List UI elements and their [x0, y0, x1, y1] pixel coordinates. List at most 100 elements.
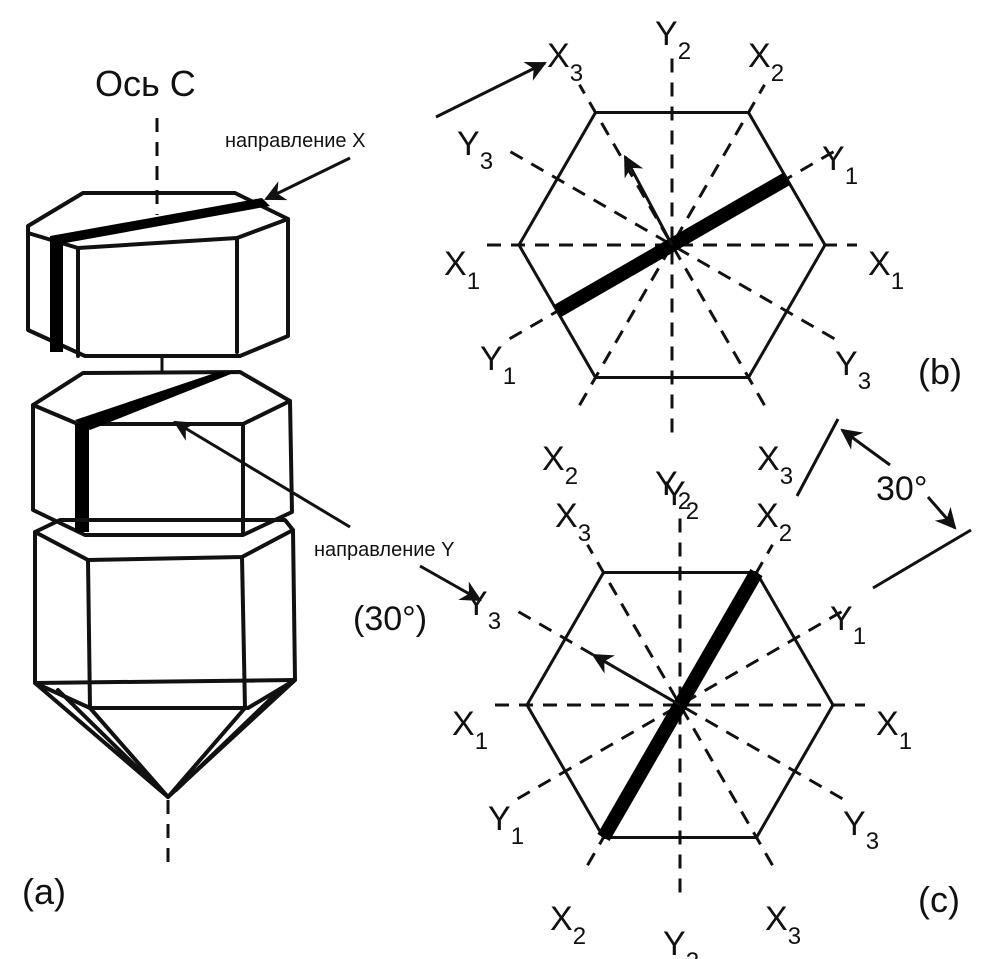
axis-label-y3-left: Y3: [457, 125, 493, 175]
axis-label-subscript: 3: [788, 923, 801, 950]
axis-label-subscript: 1: [475, 728, 488, 755]
axis-label-base: X: [765, 900, 788, 938]
wafer-x-cut: [26, 191, 290, 358]
axis-label-base: X: [542, 440, 565, 478]
axis-label-subscript: 3: [570, 60, 583, 87]
axis-label-subscript: 2: [686, 948, 699, 959]
axis-label-base: Y: [663, 475, 686, 513]
angle-annotation-label: 30°: [876, 470, 927, 508]
axis-label-subscript: 2: [779, 520, 792, 547]
direction-x-arrow-to-crystal: [264, 156, 351, 201]
axis-label-base: Y: [655, 15, 678, 53]
axis-label-base: X: [444, 245, 467, 283]
axis-label-base: Y: [457, 125, 480, 163]
axis-label-subscript: 1: [503, 363, 516, 390]
axis-label-base: X: [748, 37, 771, 75]
axis-label-y2-bottom: Y2: [655, 465, 691, 515]
axis-label-subscript: 3: [858, 368, 871, 395]
axis-label-base: Y: [488, 800, 511, 838]
axis-label-subscript: 2: [771, 60, 784, 87]
axis-label-x2-bottom: X2: [550, 900, 586, 950]
axis-label-base: Y: [480, 340, 503, 378]
direction-arrow: [591, 653, 681, 707]
direction-y-label: направление Y: [314, 539, 454, 561]
wafer-y-cut: [31, 370, 294, 537]
x-cut-stripe-side: [50, 236, 63, 352]
direction-x-arrow-to-hex: [435, 61, 547, 119]
axis-label-subscript: 3: [488, 608, 501, 635]
axis-label-base: Y: [835, 345, 858, 383]
axis-label-x3-bottom: X3: [765, 900, 801, 950]
y-cut-stripe-top: [75, 372, 236, 430]
axis-label-x2-top: X2: [756, 497, 792, 547]
axis-label-y3-right: Y3: [835, 345, 871, 395]
c-axis-label: Ось C: [95, 63, 196, 104]
axis-label-subscript: 2: [678, 488, 691, 515]
axis-label-x2-top: X2: [748, 37, 784, 87]
axis-label-y2-top: Y2: [655, 15, 691, 65]
axis-label-y1-right: Y1: [822, 140, 858, 190]
axis-label-x3-bottom: X3: [757, 440, 793, 490]
axis-label-y1-right: Y1: [830, 600, 866, 650]
y-axis-dashed: [516, 609, 844, 801]
direction-x-label: направление X: [225, 130, 365, 152]
axis-label-subscript: 1: [511, 823, 524, 850]
axis-label-subscript: 3: [480, 148, 493, 175]
panel-a-label: (a): [22, 871, 66, 912]
axis-label-x1-right: X1: [868, 245, 904, 295]
axis-label-y1-left: Y1: [480, 340, 516, 390]
axis-label-base: X: [876, 705, 899, 743]
x-cut-stripe-top: [50, 198, 270, 244]
x-axis-dashed: [578, 84, 766, 406]
y-axis-dashed: [516, 609, 844, 801]
axis-label-x3-top: X3: [555, 497, 591, 547]
y-axis-dashed: [508, 149, 836, 341]
axis-label-base: Y: [465, 585, 488, 623]
axis-label-base: X: [547, 37, 570, 75]
direction-arrow: [623, 154, 674, 246]
axis-label-base: Y: [822, 140, 845, 178]
axis-label-subscript: 1: [891, 268, 904, 295]
axis-label-x2-bottom: X2: [542, 440, 578, 490]
angle-annotation: 30°: [795, 418, 972, 590]
panel-a: Ось C: [22, 61, 547, 912]
axis-label-subscript: 1: [845, 163, 858, 190]
axis-label-subscript: 2: [678, 38, 691, 65]
axis-label-x1-right: X1: [876, 705, 912, 755]
axis-label-base: X: [868, 245, 891, 283]
axis-label-subscript: 2: [686, 498, 699, 525]
axis-label-subscript: 2: [573, 923, 586, 950]
x-axis-dashed: [586, 544, 774, 866]
angle-arrow-down: [926, 496, 957, 530]
axis-label-base: X: [757, 440, 780, 478]
axis-label-y1-left: Y1: [488, 800, 524, 850]
axis-label-y3-right: Y3: [843, 805, 879, 855]
axis-label-y2-top: Y2: [663, 475, 699, 525]
y-cut-stripe-side: [75, 424, 89, 532]
angle-ray-1: [795, 418, 840, 497]
axis-label-subscript: 3: [866, 828, 879, 855]
axis-label-base: Y: [655, 465, 678, 503]
axis-label-subscript: 1: [899, 728, 912, 755]
angle-arrow-up: [840, 428, 891, 467]
axis-label-base: Y: [830, 600, 853, 638]
axis-label-base: Y: [843, 805, 866, 843]
axis-label-base: X: [452, 705, 475, 743]
axis-label-x1-left: X1: [452, 705, 488, 755]
axis-label-base: X: [555, 497, 578, 535]
panel-c-label: (c): [918, 879, 960, 920]
axis-label-subscript: 2: [565, 463, 578, 490]
y-offset-annotation: (30°): [353, 600, 427, 638]
x-axis-dashed: [578, 84, 766, 406]
boule-body: [33, 518, 297, 799]
axis-label-y3-left: Y3: [465, 585, 501, 635]
axis-label-base: Y: [663, 925, 686, 959]
angle-ray-2: [872, 528, 972, 590]
axis-label-x1-left: X1: [444, 245, 480, 295]
axis-label-subscript: 3: [578, 520, 591, 547]
axis-label-base: X: [756, 497, 779, 535]
